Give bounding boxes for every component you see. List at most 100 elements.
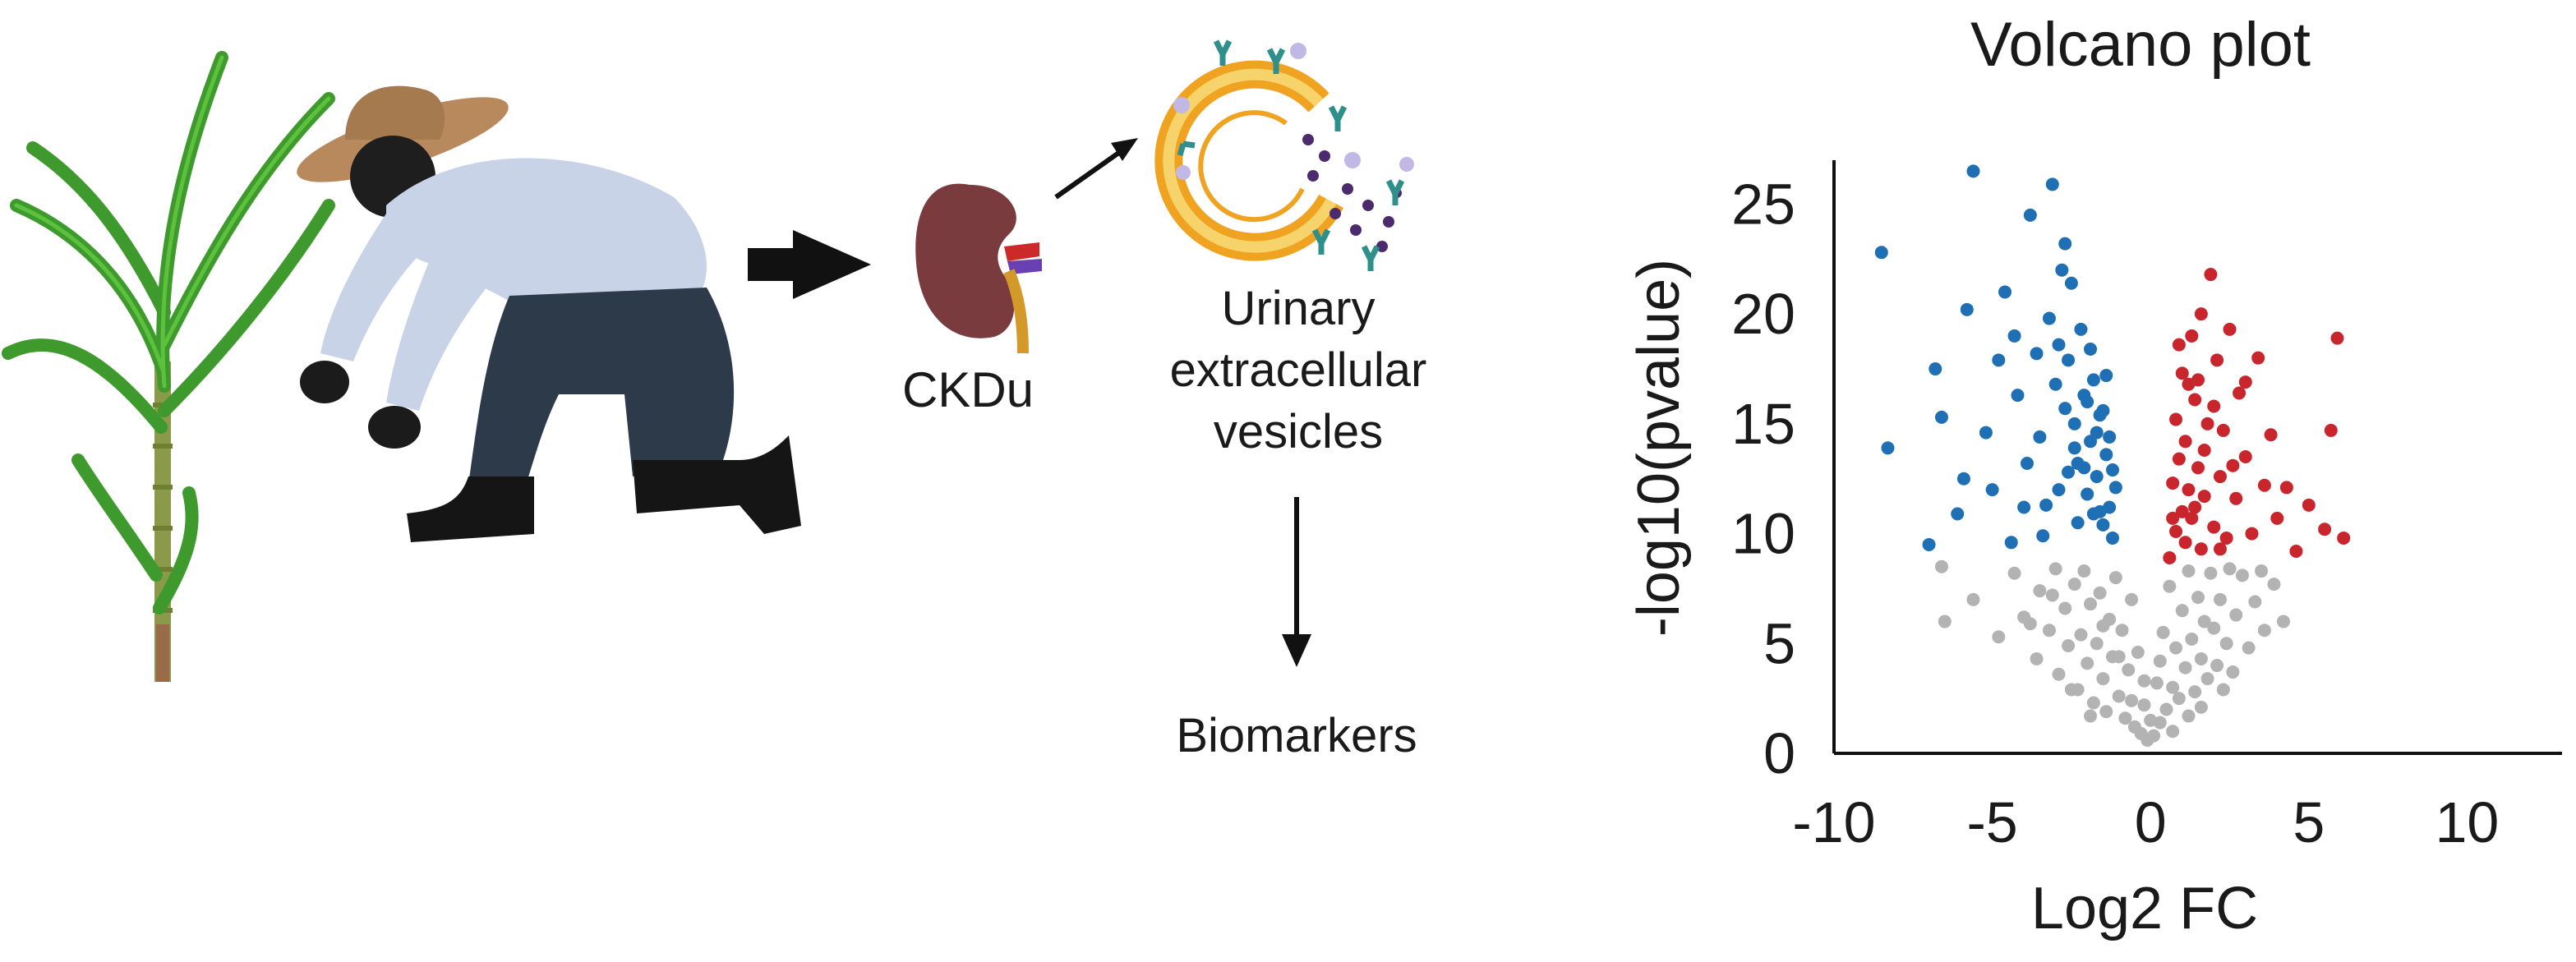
x-tick-label: -5 [1966,790,2017,854]
data-point-ns [2200,672,2214,686]
x-axis-label: Log2 FC [2031,876,2258,941]
data-point-down [1934,410,1948,424]
data-point-down [2052,483,2066,497]
data-point-ns [2125,592,2139,606]
data-point-ns [2194,652,2208,666]
data-point-ns [2242,641,2256,655]
data-point-down [2093,504,2107,518]
data-point-down [2067,441,2081,455]
data-point-ns [2223,562,2237,576]
data-point-ns [2267,578,2281,591]
flow-arrow-icon [748,230,871,299]
data-point-down [2036,529,2050,543]
data-point-down [2030,347,2044,361]
data-point-down [2007,329,2021,343]
data-point-down [1979,426,1993,440]
x-tick-label: -10 [1792,790,1875,854]
data-point-up [2330,331,2344,345]
data-point-up [2194,307,2208,321]
data-point-down [2052,338,2066,352]
data-point-ns [2188,685,2202,699]
data-point-up [2238,375,2252,389]
data-point-up [2216,423,2230,437]
data-point-ns [2147,729,2161,743]
vesicles-label-line2: extracellular [1170,343,1427,397]
data-point-down [2108,481,2122,495]
data-point-down [1992,353,2006,367]
data-point-ns [2169,641,2183,655]
data-point-ns [2153,654,2167,668]
data-point-down [1922,537,1936,551]
data-point-down [2074,322,2088,336]
data-point-ns [2166,680,2180,694]
data-point-ns [2194,700,2208,714]
y-tick-label: 10 [1731,502,1795,566]
data-point-down [2033,430,2047,444]
data-point-ns [2156,625,2170,639]
data-point-down [2067,417,2081,430]
data-point-down [2105,531,2119,545]
data-point-down [2020,457,2034,471]
biomarkers-label: Biomarkers [1176,709,1417,762]
data-point-ns [2099,705,2113,719]
data-point-down [2062,465,2076,479]
data-point-up [2188,393,2202,407]
data-point-ns [2081,656,2094,670]
data-point-down [2105,463,2119,477]
data-point-ns [2084,709,2098,723]
data-point-ns [2064,683,2078,697]
data-point-ns [2213,592,2227,606]
data-point-ns [2277,614,2291,628]
data-point-down [2004,536,2018,550]
data-point-up [2302,498,2316,512]
kidney-label: CKDu [902,362,1034,417]
data-point-up [2318,522,2332,536]
data-point-up [2169,524,2183,538]
data-point-up [2238,450,2252,463]
data-point-up [2233,386,2247,400]
data-point-ns [2131,645,2145,659]
data-point-ns [2086,696,2100,710]
data-point-ns [2210,659,2224,673]
data-point-down [2099,448,2113,462]
data-point-ns [2166,725,2180,739]
data-point-up [2289,544,2303,558]
data-point-up [2175,366,2189,380]
data-point-ns [2084,597,2098,611]
data-point-up [2210,353,2224,367]
data-point-ns [2137,674,2151,688]
vesicle-icon [1154,39,1414,271]
data-point-ns [2207,621,2221,635]
data-point-ns [2153,716,2167,730]
data-point-down [2086,373,2100,387]
data-point-ns [2118,711,2132,725]
data-point-ns [2185,632,2199,646]
data-point-ns [2007,566,2021,580]
farmer-icon [297,85,801,542]
data-point-ns [2058,601,2072,615]
data-point-ns [2248,595,2262,609]
data-point-up [2219,531,2233,545]
data-point-down [2090,426,2104,440]
data-point-down [2071,516,2085,530]
data-point-down [2062,353,2076,367]
data-point-up [2172,452,2186,466]
data-point-ns [2255,564,2269,578]
data-point-down [1929,362,1942,376]
data-point-up [2251,351,2265,365]
kidney-icon [915,183,1042,354]
data-point-ns [2062,638,2076,652]
data-point-ns [2182,709,2196,723]
data-point-ns [2257,624,2271,637]
data-point-ns [2108,571,2122,585]
y-axis-label: -log10(pvalue) [1626,259,1692,637]
data-point-up [2223,322,2237,336]
down-arrow-icon [1282,497,1311,667]
data-point-ns [2096,672,2110,686]
data-point-ns [2042,624,2056,637]
y-tick-label: 25 [1731,172,1795,236]
data-point-ns [2112,689,2126,703]
data-point-up [2163,551,2177,565]
data-point-down [2084,342,2098,356]
data-point-ns [2052,667,2066,681]
